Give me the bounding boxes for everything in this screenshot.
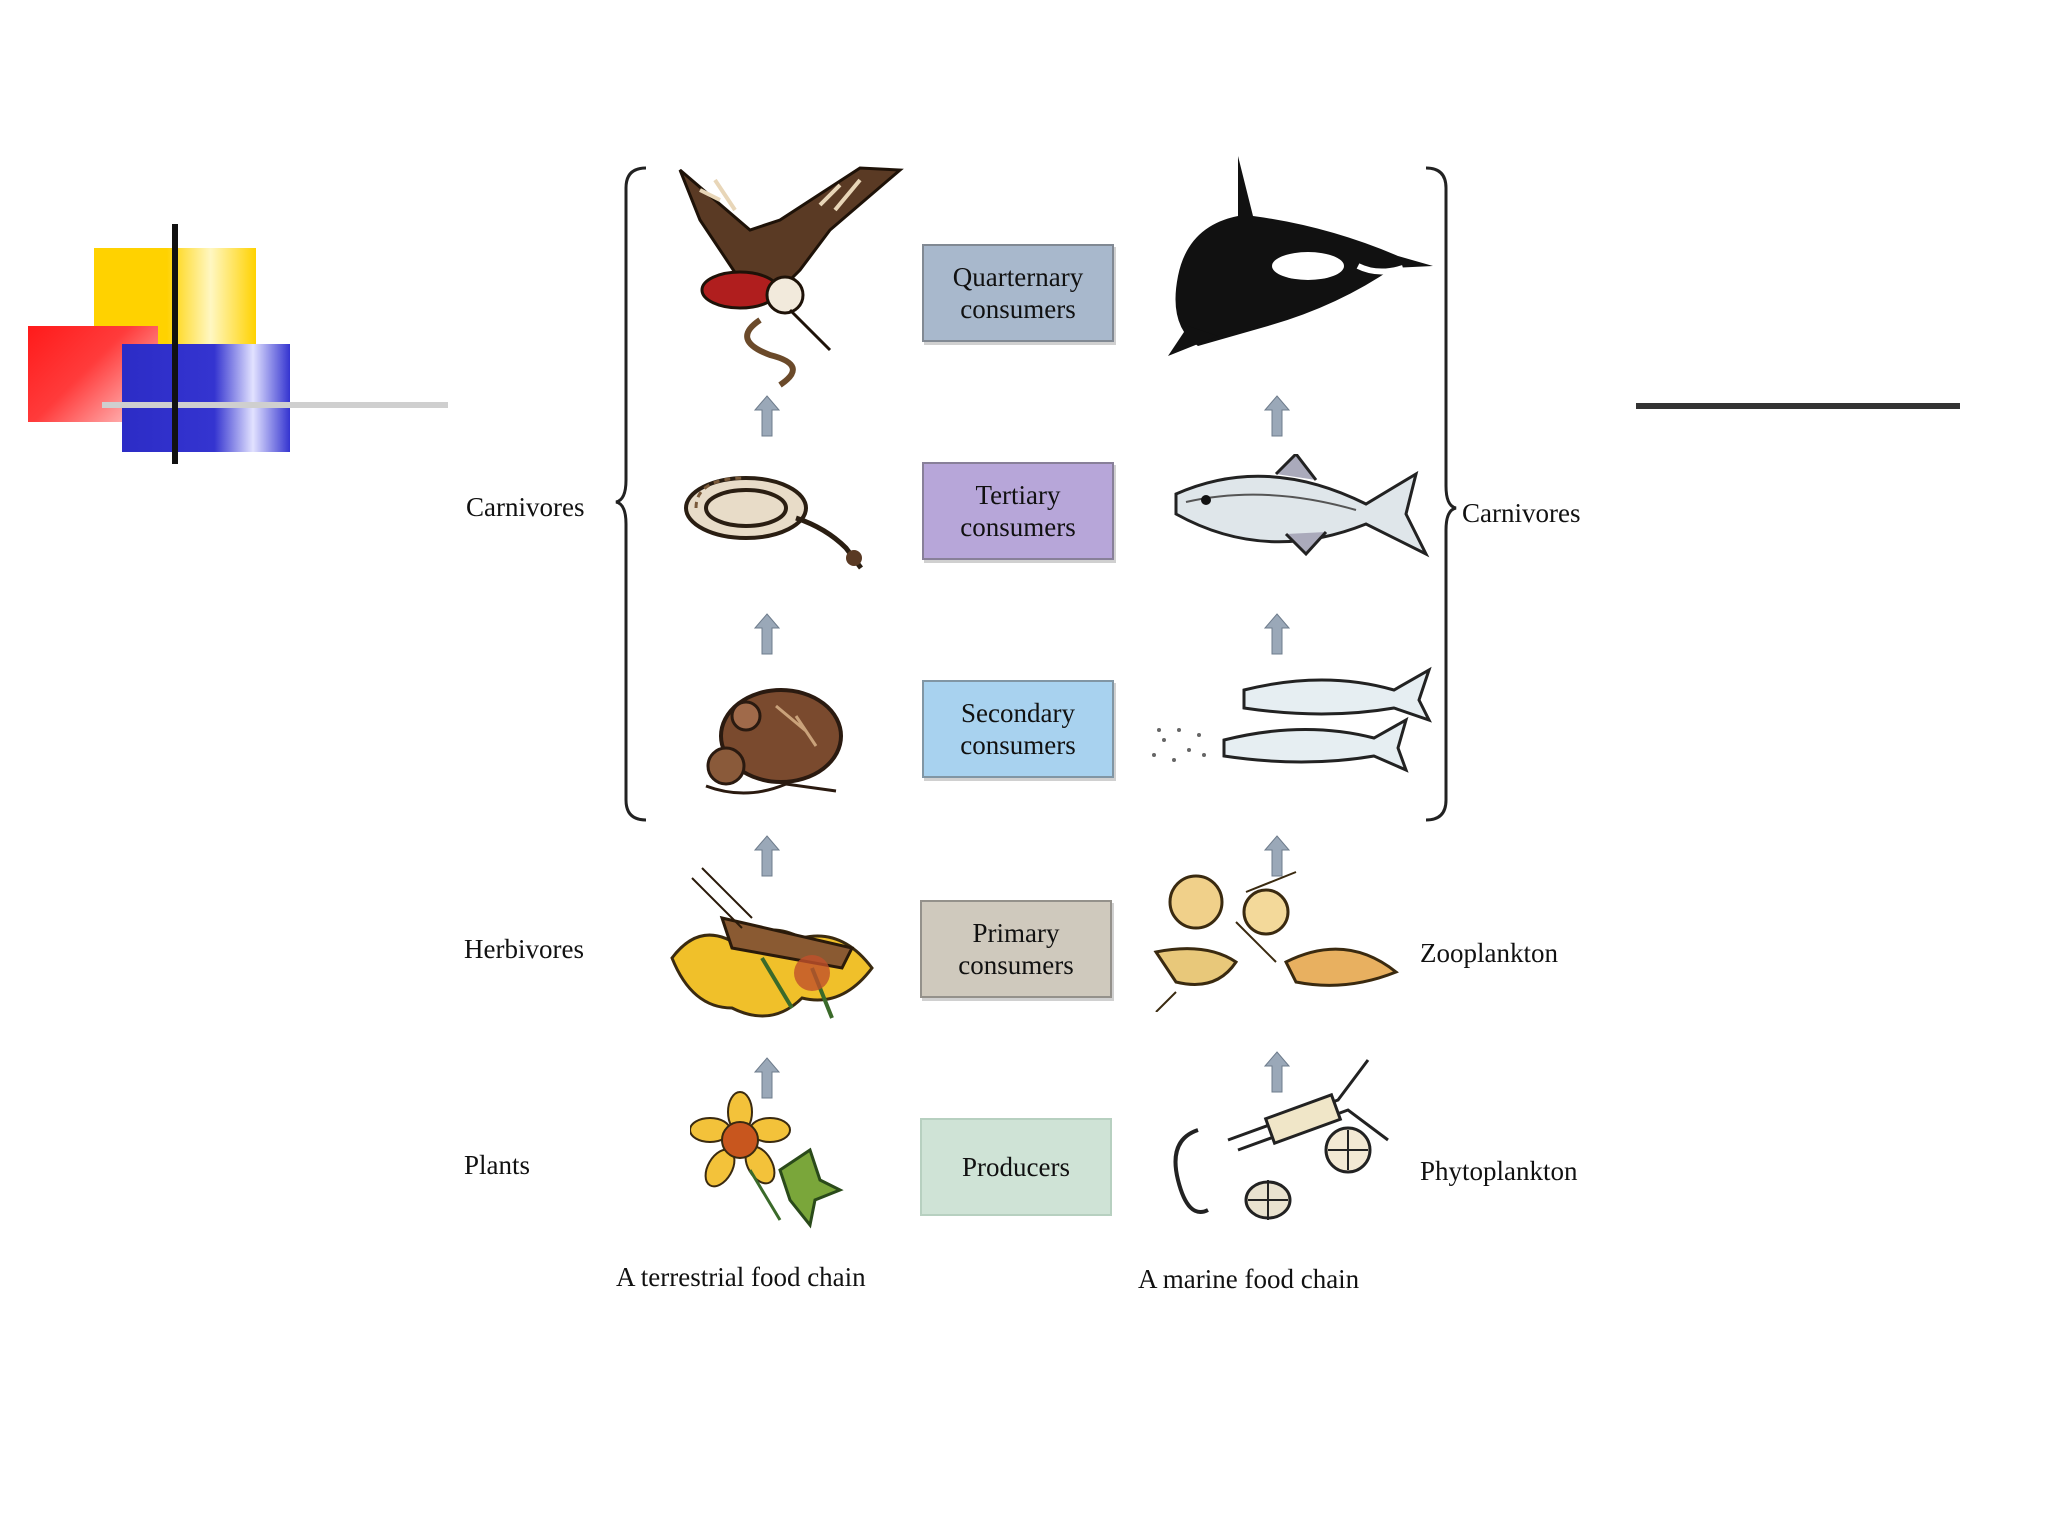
terrestrial-caption: A terrestrial food chain	[616, 1262, 866, 1292]
flower-icon	[690, 1091, 844, 1229]
grey-line-decoration	[102, 402, 448, 408]
producers-box: Producers	[920, 1118, 1112, 1216]
quaternary-line2: consumers	[960, 294, 1076, 324]
primary-line2: consumers	[958, 950, 1074, 980]
marine-caption: A marine food chain	[1138, 1264, 1360, 1294]
mouse-icon	[705, 688, 843, 795]
right-carnivore-bracket	[1425, 166, 1457, 822]
quaternary-consumers-box: Quarternary consumers	[922, 244, 1114, 342]
right-line-decoration	[1636, 403, 1960, 409]
arrow-up-icon	[754, 1057, 780, 1099]
small-fish-icon	[1152, 666, 1432, 773]
hawk-icon	[678, 166, 904, 388]
arrow-up-icon	[754, 395, 780, 437]
right-carnivores-label: Carnivores	[1462, 498, 1581, 528]
tertiary-line2: consumers	[960, 512, 1076, 542]
arrow-up-icon	[754, 613, 780, 655]
zooplankton-icon	[1153, 871, 1399, 1012]
phytoplankton-icon	[1173, 1059, 1389, 1220]
secondary-line1: Secondary	[961, 698, 1075, 728]
primary-line1: Primary	[972, 918, 1060, 948]
blue-square-decoration	[122, 344, 290, 452]
quaternary-line1: Quarternary	[952, 262, 1084, 292]
phytoplankton-label: Phytoplankton	[1420, 1156, 1578, 1186]
grasshopper-icon	[670, 867, 874, 1019]
arrow-up-icon	[1264, 1051, 1290, 1093]
secondary-line2: consumers	[960, 730, 1076, 760]
plants-label: Plants	[464, 1150, 531, 1180]
arrow-up-icon	[1264, 395, 1290, 437]
zooplankton-label: Zooplankton	[1420, 938, 1558, 968]
arrow-up-icon	[754, 835, 780, 877]
herbivores-label: Herbivores	[464, 934, 584, 964]
producers-line1: Producers	[962, 1152, 1070, 1182]
left-carnivore-bracket	[615, 166, 647, 822]
arrow-up-icon	[1264, 613, 1290, 655]
left-carnivores-label: Carnivores	[466, 492, 585, 522]
primary-consumers-box: Primary consumers	[920, 900, 1112, 998]
tertiary-line1: Tertiary	[975, 480, 1061, 510]
tuna-icon	[1174, 454, 1430, 558]
snake-icon	[684, 476, 863, 570]
slide-ornament	[0, 0, 460, 480]
orca-icon	[1168, 156, 1433, 356]
secondary-consumers-box: Secondary consumers	[922, 680, 1114, 778]
arrow-up-icon	[1264, 835, 1290, 877]
vertical-line-decoration	[172, 224, 178, 464]
tertiary-consumers-box: Tertiary consumers	[922, 462, 1114, 560]
